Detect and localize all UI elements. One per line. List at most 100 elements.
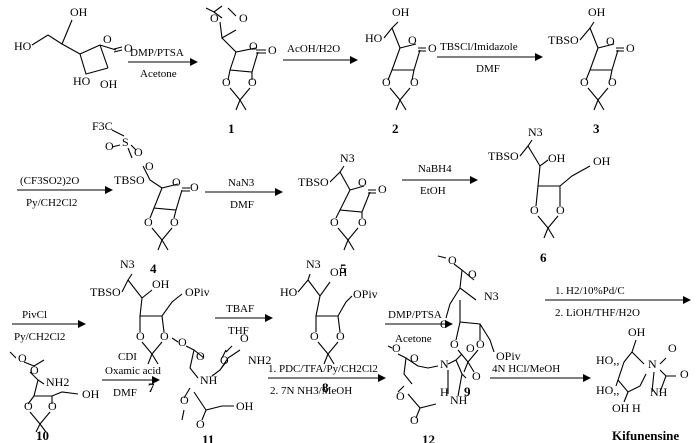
atom-label-o: O bbox=[220, 353, 229, 367]
reagent-above: NaBH4 bbox=[418, 163, 452, 175]
atom-label-o: O bbox=[160, 329, 169, 343]
compound-5-structure: N3 TBSO O O O O 5 bbox=[298, 151, 387, 276]
starting-material: OH HO HO OH O O bbox=[14, 5, 133, 91]
compound-2-structure: OH HO O O O O 2 bbox=[365, 5, 437, 136]
reagent-below: DMF bbox=[230, 199, 254, 211]
atom-label-o: O bbox=[144, 215, 153, 229]
atom-label-n3: N3 bbox=[484, 289, 499, 303]
reagent-below: Acetone bbox=[395, 333, 432, 345]
atom-label-n3: N3 bbox=[306, 257, 321, 271]
reaction-arrow-step-6: NaBH4 EtOH bbox=[402, 163, 478, 197]
atom-label-o: O bbox=[268, 43, 277, 57]
atom-label-opiv: OPiv bbox=[353, 287, 378, 301]
atom-label-o: O bbox=[239, 11, 248, 25]
atom-label-o: O bbox=[392, 341, 401, 355]
reagent-above: TBAF bbox=[226, 303, 254, 315]
atom-label-o: O bbox=[48, 399, 57, 413]
atom-label-oh: OH bbox=[612, 401, 630, 415]
reaction-arrow-step-2: AcOH/H2O bbox=[283, 43, 358, 64]
compound-1-structure: O O O O O O 1 bbox=[205, 5, 277, 136]
atom-label-o: O bbox=[468, 267, 477, 281]
atom-label-n3: N3 bbox=[120, 257, 135, 271]
compound-number: 5 bbox=[340, 261, 347, 276]
reaction-arrow-step-11: CDI Oxamic acid DMF bbox=[102, 351, 161, 399]
reagent-below: Acetone bbox=[140, 68, 177, 80]
atom-label-n3: N3 bbox=[340, 151, 355, 165]
atom-label-tbso: TBSO bbox=[548, 33, 579, 47]
compound-number: 7 bbox=[148, 380, 155, 395]
atom-label-o: O bbox=[248, 75, 257, 89]
reagent-below: DMF bbox=[113, 387, 137, 399]
atom-label-o: O bbox=[450, 337, 459, 351]
atom-label-o: O bbox=[330, 215, 339, 229]
reaction-arrow-step-4: (CF3SO2)2O Py/CH2Cl2 bbox=[17, 175, 113, 209]
atom-label-oh: OH bbox=[100, 77, 118, 91]
atom-label-oh: OH bbox=[236, 399, 254, 413]
atom-label-o: O bbox=[396, 389, 405, 403]
atom-label-nh: NH bbox=[200, 373, 218, 387]
reagent-above: TBSCl/Imidazole bbox=[440, 41, 518, 53]
atom-label-o: O bbox=[145, 159, 154, 173]
atom-label-o: O bbox=[580, 75, 589, 89]
reagent-above: CDI bbox=[118, 351, 137, 363]
reagent-above: 1. H2/10%Pd/C bbox=[555, 285, 625, 297]
atom-label-oh: OH bbox=[588, 5, 606, 19]
compound-7-structure: N3 TBSO OH OPiv O O 7 bbox=[90, 257, 210, 395]
atom-label-oh: OH bbox=[593, 154, 611, 168]
atom-label-o: O bbox=[556, 203, 565, 217]
atom-label-o: O bbox=[134, 145, 143, 159]
compound-8-structure: N3 HO OH OPiv O O 8 bbox=[280, 257, 378, 395]
atom-label-oh: OH bbox=[82, 387, 100, 401]
atom-label-o: O bbox=[170, 215, 179, 229]
atom-label-o: O bbox=[30, 363, 39, 377]
compound-number: 3 bbox=[593, 121, 600, 136]
reaction-arrow-step-8: TBAF THF bbox=[215, 303, 273, 337]
atom-label-o: O bbox=[608, 75, 617, 89]
atom-label-o: O bbox=[530, 203, 539, 217]
compound-6-structure: N3 TBSO OH OH O O 6 bbox=[488, 125, 611, 265]
reagent-mid: Oxamic acid bbox=[105, 365, 161, 377]
reagent-above: NaN3 bbox=[228, 177, 255, 189]
reaction-arrow-step-7: PivCl Py/CH2Cl2 bbox=[12, 309, 86, 343]
atom-label-o: O bbox=[310, 329, 319, 343]
atom-label-o: O bbox=[408, 33, 417, 47]
reagent-above: 4N HCl/MeOH bbox=[492, 363, 560, 375]
compound-number: 10 bbox=[36, 428, 49, 443]
atom-label-tbso: TBSO bbox=[114, 173, 145, 187]
atom-label-o: O bbox=[196, 417, 205, 431]
reagent-below: 2. 7N NH3/MeOH bbox=[270, 385, 352, 397]
atom-label-oh: OH bbox=[70, 5, 88, 19]
atom-label-o: O bbox=[472, 369, 481, 383]
reaction-arrow-step-9: DMP/PTSA Acetone bbox=[385, 309, 453, 345]
atom-label-ho: HO bbox=[365, 31, 383, 45]
atom-label-nh: NH bbox=[450, 393, 468, 407]
reaction-arrow-step-12: 1. PDC/TFA/Py/CH2Cl2 2. 7N NH3/MeOH bbox=[268, 363, 386, 397]
compound-number: 8 bbox=[322, 380, 329, 395]
atom-label-o: O bbox=[336, 329, 345, 343]
atom-label-tbso: TBSO bbox=[488, 149, 519, 163]
atom-label-o: O bbox=[180, 393, 189, 407]
atom-label-o: O bbox=[178, 335, 187, 349]
reaction-arrow-step-1: DMP/PTSA Acetone bbox=[128, 47, 198, 80]
compound-4-structure: F3C S O O O TBSO O O O O 4 bbox=[92, 119, 199, 276]
reagent-below: EtOH bbox=[420, 185, 446, 197]
reagent-above: 1. PDC/TFA/Py/CH2Cl2 bbox=[268, 363, 378, 375]
compound-number: 11 bbox=[202, 432, 214, 443]
atom-label-n3: N3 bbox=[528, 125, 543, 139]
atom-label-o: O bbox=[190, 180, 199, 194]
reagent-below: 2. LiOH/THF/H2O bbox=[555, 307, 640, 319]
atom-label-o: O bbox=[105, 139, 114, 153]
atom-label-s: S bbox=[122, 135, 129, 149]
atom-label-o: O bbox=[249, 39, 258, 53]
reaction-arrow-step-3: TBSCl/Imidazole DMF bbox=[437, 41, 543, 75]
atom-label-o: O bbox=[378, 182, 387, 196]
atom-label-ho: HO bbox=[280, 285, 298, 299]
atom-label-oh: OH bbox=[152, 277, 170, 291]
compound-number: 2 bbox=[392, 121, 399, 136]
atom-label-ho: HO bbox=[73, 74, 91, 88]
compound-number: 9 bbox=[464, 384, 471, 399]
atom-label-o: O bbox=[172, 175, 181, 189]
compound-10-structure: O O NH2 OH O O 10 bbox=[9, 351, 100, 443]
atom-label-o: O bbox=[410, 351, 419, 365]
atom-label-n: N bbox=[648, 357, 657, 371]
